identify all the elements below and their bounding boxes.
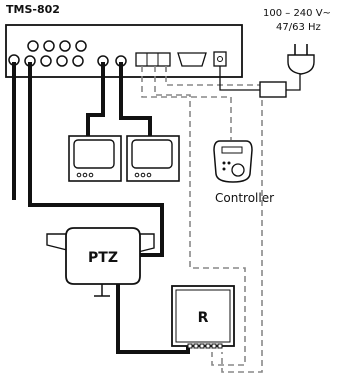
joystick-icon <box>231 163 245 177</box>
monitor-left <box>68 135 122 182</box>
power-adapter <box>259 81 287 98</box>
video-cables <box>12 62 190 354</box>
tms-802-unit <box>5 24 243 78</box>
terminal-block <box>135 52 171 67</box>
monitor-right <box>126 135 180 182</box>
front-connectors <box>8 40 127 67</box>
power-frequency-label: 47/63 Hz <box>276 22 321 33</box>
ptz-label: PTZ <box>88 250 118 266</box>
controller-label: Controller <box>215 191 274 205</box>
controller-device <box>213 140 253 183</box>
ptz-camera <box>46 227 155 297</box>
power-voltage-label: 100 – 240 V~ <box>263 8 331 19</box>
device-title: TMS-802 <box>6 3 60 16</box>
power-supply <box>219 44 315 98</box>
serial-port <box>177 52 207 67</box>
receiver-box <box>171 285 235 349</box>
receiver-label: R <box>198 310 209 326</box>
control-cables <box>141 66 263 373</box>
power-plug-icon <box>287 54 315 75</box>
receiver-terminals <box>187 343 223 349</box>
